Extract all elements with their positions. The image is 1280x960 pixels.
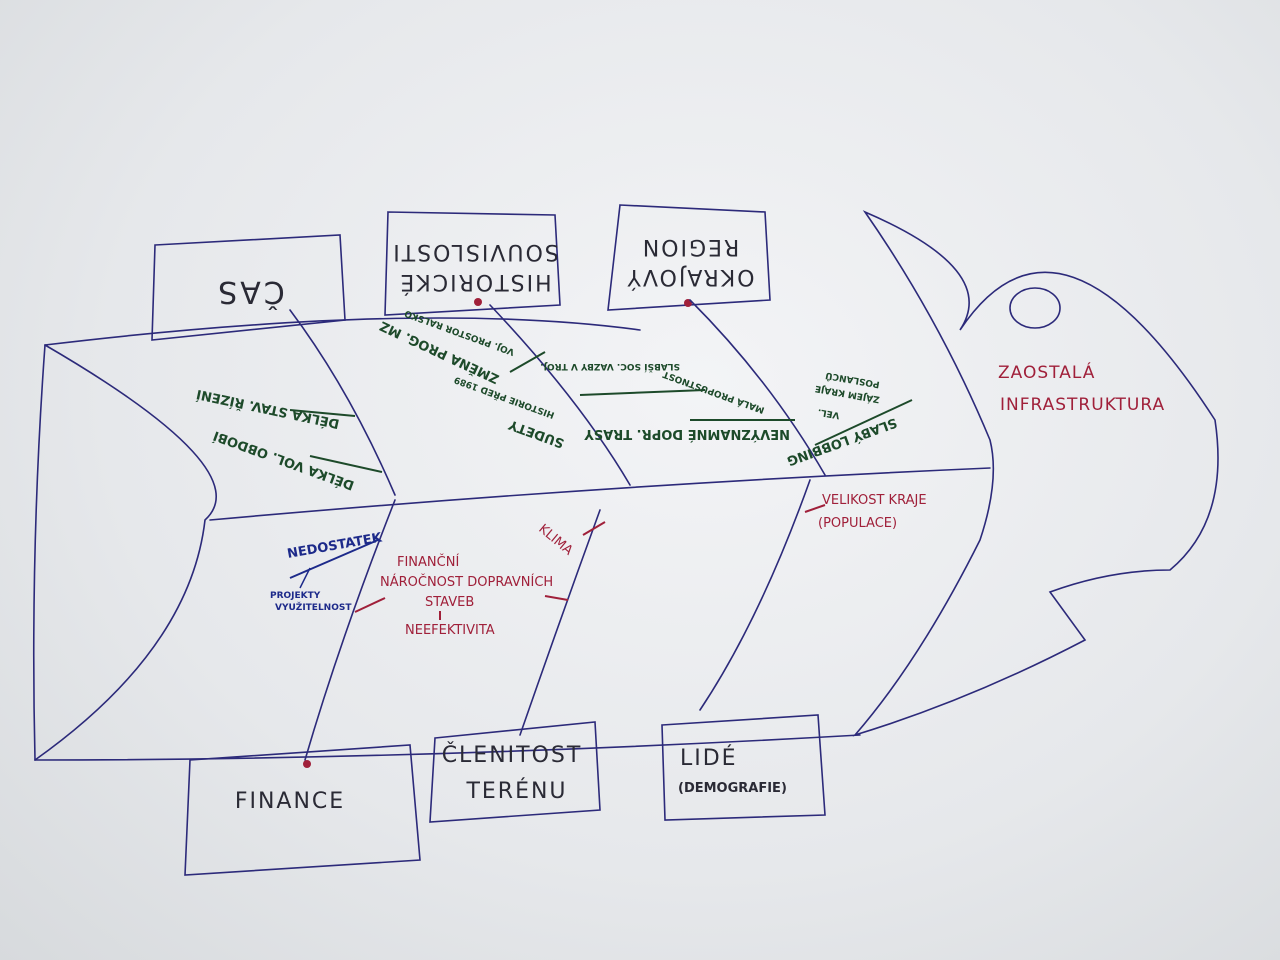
cause-finance-6: STAVEB bbox=[425, 595, 474, 610]
fish-tail-curve bbox=[34, 344, 217, 761]
cause-terenu-1: KLIMA bbox=[535, 522, 575, 559]
category-box-finance bbox=[184, 744, 421, 876]
fish-top-edge bbox=[44, 317, 641, 346]
category-box-clenitost bbox=[429, 721, 601, 823]
cause-lide-1: VELIKOST KRAJE bbox=[822, 493, 927, 508]
fish-head bbox=[852, 210, 1219, 737]
cause-finance-5: NÁROČNOST DOPRAVNÍCH bbox=[380, 574, 553, 590]
fish-tail-left-edge bbox=[32, 344, 46, 761]
category-lide-line1: LIDÉ bbox=[680, 745, 738, 771]
bone-finance bbox=[304, 499, 396, 761]
cause-okrajovy-5: VEL. bbox=[817, 406, 841, 420]
cause-line bbox=[544, 595, 569, 601]
marker-dot bbox=[303, 760, 311, 768]
bone-clenitost bbox=[519, 509, 601, 736]
cause-line bbox=[354, 597, 386, 613]
category-cas: ČAS bbox=[215, 274, 285, 311]
bone-cas bbox=[289, 309, 396, 496]
category-historicke-line2: SOUVISLOSTI bbox=[391, 239, 559, 264]
cause-cas-2: DÉLKA VOL. OBDOBÍ bbox=[211, 427, 356, 493]
category-historicke-line1: HISTORICKÉ bbox=[398, 269, 551, 295]
fish-eye bbox=[1009, 287, 1061, 329]
cause-okrajovy-3: NEVÝZNAMNÉ DOPR. TRASY bbox=[584, 426, 790, 442]
category-clenitost-line1: ČLENITOST bbox=[442, 742, 583, 768]
cause-line bbox=[299, 567, 311, 589]
category-box-okrajovy bbox=[607, 204, 771, 311]
cause-lide-2: (POPULACE) bbox=[818, 516, 897, 531]
category-finance: FINANCE bbox=[235, 789, 345, 814]
cause-line bbox=[289, 409, 356, 417]
cause-line bbox=[582, 521, 606, 536]
cause-line bbox=[289, 539, 379, 579]
marker-dot bbox=[474, 298, 482, 306]
cause-historicke-3: HISTORIE PŘED 1989 bbox=[452, 374, 556, 422]
bone-okrajovy bbox=[689, 299, 826, 476]
bone-historicke bbox=[489, 304, 631, 486]
bone-lide bbox=[699, 479, 811, 711]
cause-finance-2: PROJEKTY bbox=[270, 591, 321, 601]
effect-line1: ZAOSTALÁ bbox=[998, 361, 1095, 383]
category-box-historicke bbox=[384, 211, 561, 316]
cause-line bbox=[309, 455, 383, 473]
effect-line2: INFRASTRUKTURA bbox=[1000, 395, 1165, 415]
category-okrajovy-line2: REGION bbox=[641, 234, 740, 259]
category-box-lide bbox=[661, 714, 826, 821]
category-box-cas bbox=[151, 234, 346, 341]
fish-spine bbox=[209, 467, 991, 521]
category-clenitost-line2: TERÉNU bbox=[465, 778, 567, 804]
cause-line bbox=[509, 351, 546, 373]
cause-line bbox=[579, 389, 706, 396]
cause-finance-1: NEDOSTATEK bbox=[286, 530, 384, 562]
category-okrajovy-line1: OKRAJOVÝ bbox=[625, 264, 754, 290]
cause-line bbox=[814, 399, 913, 446]
cause-okrajovy-1: SLABŠÍ SOC. VAZBY V TROJ. bbox=[540, 361, 680, 373]
cause-okrajovy-4: SLABÝ LOBBING bbox=[785, 414, 899, 469]
category-lide-line2: (DEMOGRAFIE) bbox=[678, 781, 787, 796]
cause-finance-3: VYUŽITELNOST bbox=[275, 601, 352, 613]
cause-finance-7: NEEFEKTIVITA bbox=[405, 623, 495, 638]
cause-cas-1: DÉLKA STAV. ŘÍZENÍ bbox=[195, 386, 341, 432]
cause-okrajovy-2: MALÁ PROPUSTNOST bbox=[660, 368, 766, 416]
cause-line bbox=[804, 504, 826, 513]
cause-finance-4: FINANČNÍ bbox=[397, 554, 459, 570]
cause-historicke-4: SUDETY bbox=[506, 416, 566, 450]
